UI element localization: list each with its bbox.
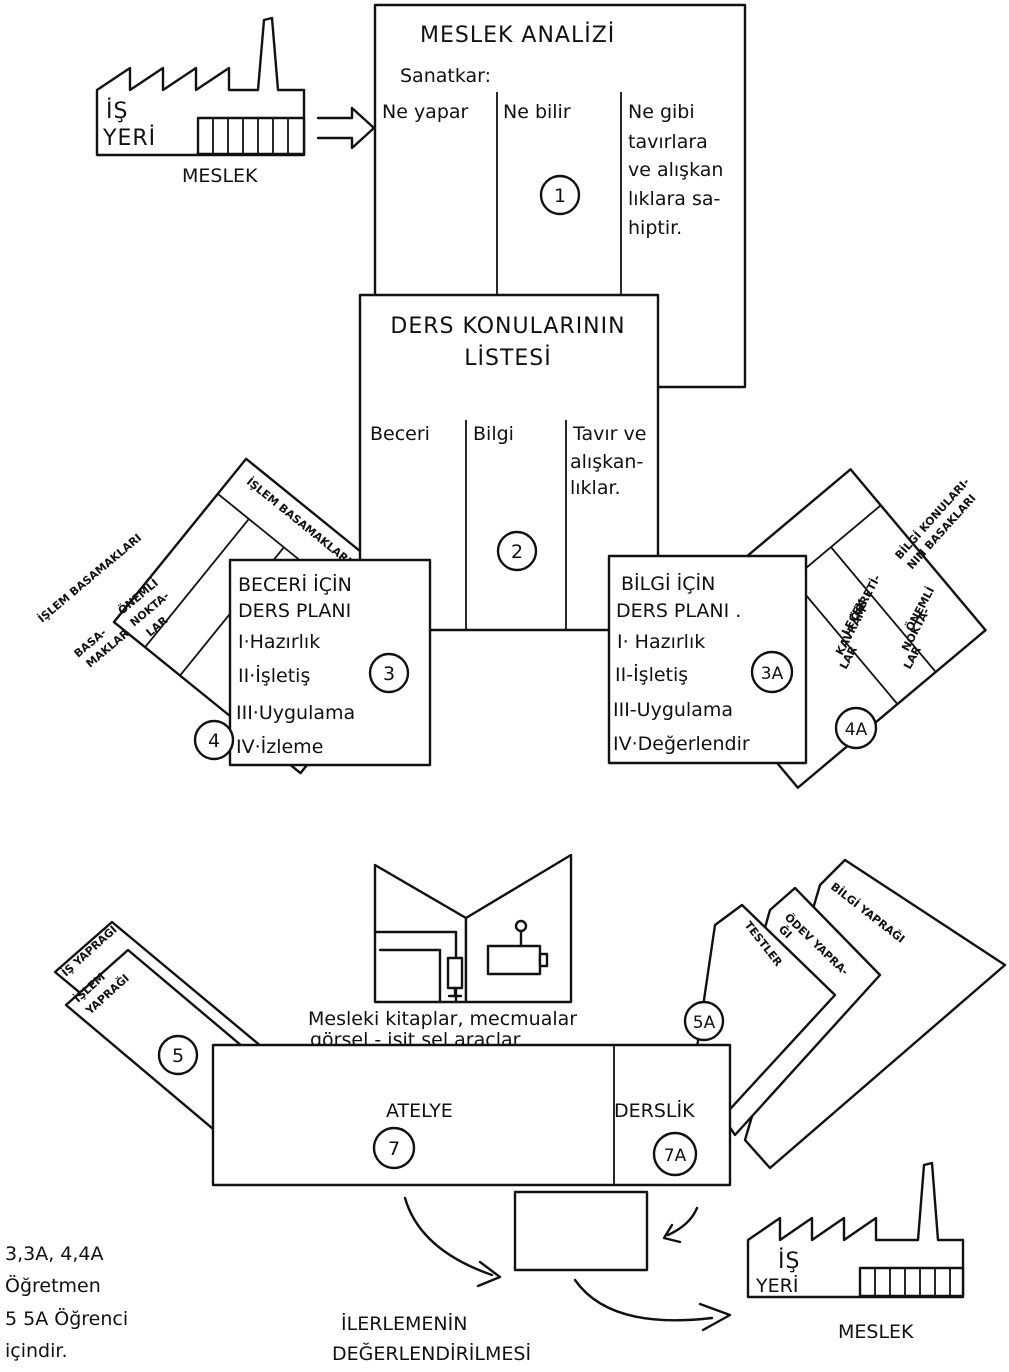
- topics-col-attitudes-1: Tavır ve: [572, 423, 646, 445]
- knowledge-plan-title-1: BİLGİ İÇİN: [621, 572, 715, 595]
- evaluation-box: [515, 1192, 647, 1270]
- analysis-col-attitudes-1: Ne gibi: [628, 101, 695, 123]
- step-3-number: 3: [383, 663, 395, 685]
- workplace-factory-bottom: İŞ YERİ MESLEK: [748, 1163, 963, 1343]
- step-4a-number: 4A: [845, 720, 868, 740]
- factory-bottom-caption: MESLEK: [838, 1321, 914, 1343]
- factory-bottom-label-2: YERİ: [755, 1274, 798, 1297]
- workshop-classroom-box: ATELYE 7 DERSLİK 7A: [213, 1045, 730, 1185]
- progress-label-1: İLERLEMENİN: [341, 1312, 467, 1335]
- skill-plan-step-3: III·Uygulama: [236, 702, 355, 724]
- factory-top-label-1: İŞ: [106, 98, 128, 124]
- step-2-number: 2: [511, 541, 523, 563]
- workplace-factory-top: İŞ YERİ MESLEK: [97, 18, 304, 187]
- factory-top-caption: MESLEK: [182, 165, 258, 187]
- resources-caption-1: Mesleki kitaplar, mecmualar: [308, 1008, 577, 1030]
- topics-col-attitudes-3: lıklar.: [570, 477, 621, 499]
- step-3a-number: 3A: [761, 664, 784, 684]
- note: 3,3A, 4,4A Öğretmen 5 5A Öğrenci içindir…: [5, 1243, 128, 1362]
- analysis-col-attitudes-5: hiptir.: [628, 217, 682, 239]
- note-line-3: 5 5A Öğrenci: [5, 1307, 128, 1330]
- topics-title-1: DERS KONULARININ: [390, 314, 625, 339]
- knowledge-lesson-plan-box: BİLGİ İÇİN DERS PLANI . I· Hazırlık II-İ…: [609, 556, 806, 763]
- step-1-number: 1: [554, 185, 566, 207]
- factory-top-label-2: YERİ: [102, 125, 156, 151]
- arrow-evaluation-to-workplace: [575, 1280, 712, 1320]
- step-4-number: 4: [208, 730, 220, 752]
- note-line-1: 3,3A, 4,4A: [5, 1243, 104, 1265]
- skill-plan-title-2: DERS PLANI: [238, 600, 351, 622]
- step-7a-number: 7A: [664, 1146, 687, 1166]
- analysis-col-attitudes-2: tavırlara: [628, 131, 708, 153]
- step-5a-number: 5A: [693, 1013, 716, 1033]
- note-line-4: içindir.: [5, 1340, 68, 1362]
- arrow-workshop-to-evaluation: [405, 1198, 492, 1275]
- workshop-label: ATELYE: [386, 1100, 453, 1122]
- topics-title-2: LİSTESİ: [464, 345, 552, 371]
- analysis-col-attitudes-4: lıklara sa-: [628, 188, 720, 210]
- analysis-col-does: Ne yapar: [382, 101, 469, 123]
- topics-col-knowledge: Bilgi: [473, 423, 514, 445]
- skill-plan-step-2: II·İşletiş: [238, 664, 310, 687]
- knowledge-plan-step-4: IV·Değerlendir: [613, 733, 750, 755]
- analysis-col-knows: Ne bilir: [503, 101, 571, 123]
- skill-lesson-plan-box: BECERİ İÇİN DERS PLANI I·Hazırlık II·İşl…: [230, 560, 430, 765]
- analysis-subtitle: Sanatkar:: [400, 65, 491, 87]
- skill-plan-step-4: IV·İzleme: [236, 735, 323, 758]
- note-line-2: Öğretmen: [5, 1274, 101, 1297]
- skill-plan-step-1: I·Hazırlık: [238, 631, 320, 653]
- step-7-number: 7: [388, 1138, 400, 1160]
- knowledge-plan-title-2: DERS PLANI .: [616, 600, 741, 622]
- progress-evaluation: İLERLEMENİN DEĞERLENDİRİLMESİ: [332, 1192, 730, 1365]
- factory-bottom-label-1: İŞ: [778, 1248, 800, 1274]
- skill-plan-title-1: BECERİ İÇİN: [238, 573, 352, 596]
- classroom-label: DERSLİK: [614, 1099, 695, 1122]
- analysis-col-attitudes-3: ve alışkan: [628, 159, 723, 181]
- progress-label-2: DEĞERLENDİRİLMESİ: [332, 1341, 531, 1365]
- knowledge-plan-step-2: II-İşletiş: [615, 663, 688, 686]
- resources-illustration: Mesleki kitaplar, mecmualar görsel - işi…: [308, 855, 577, 1051]
- analysis-title: MESLEK ANALİZİ: [420, 22, 615, 48]
- step-5-number: 5: [172, 1045, 184, 1067]
- classroom-sheets: BİLGİ YAPRAĞI ÖDEV YAPRA- ĞI TESTLER 5A: [685, 860, 1005, 1168]
- arrow-to-analysis: [318, 108, 374, 148]
- topics-col-skill: Beceri: [370, 423, 430, 445]
- topics-col-attitudes-2: alışkan-: [570, 451, 643, 473]
- knowledge-plan-step-3: III-Uygulama: [613, 699, 733, 721]
- knowledge-plan-step-1: I· Hazırlık: [617, 631, 705, 653]
